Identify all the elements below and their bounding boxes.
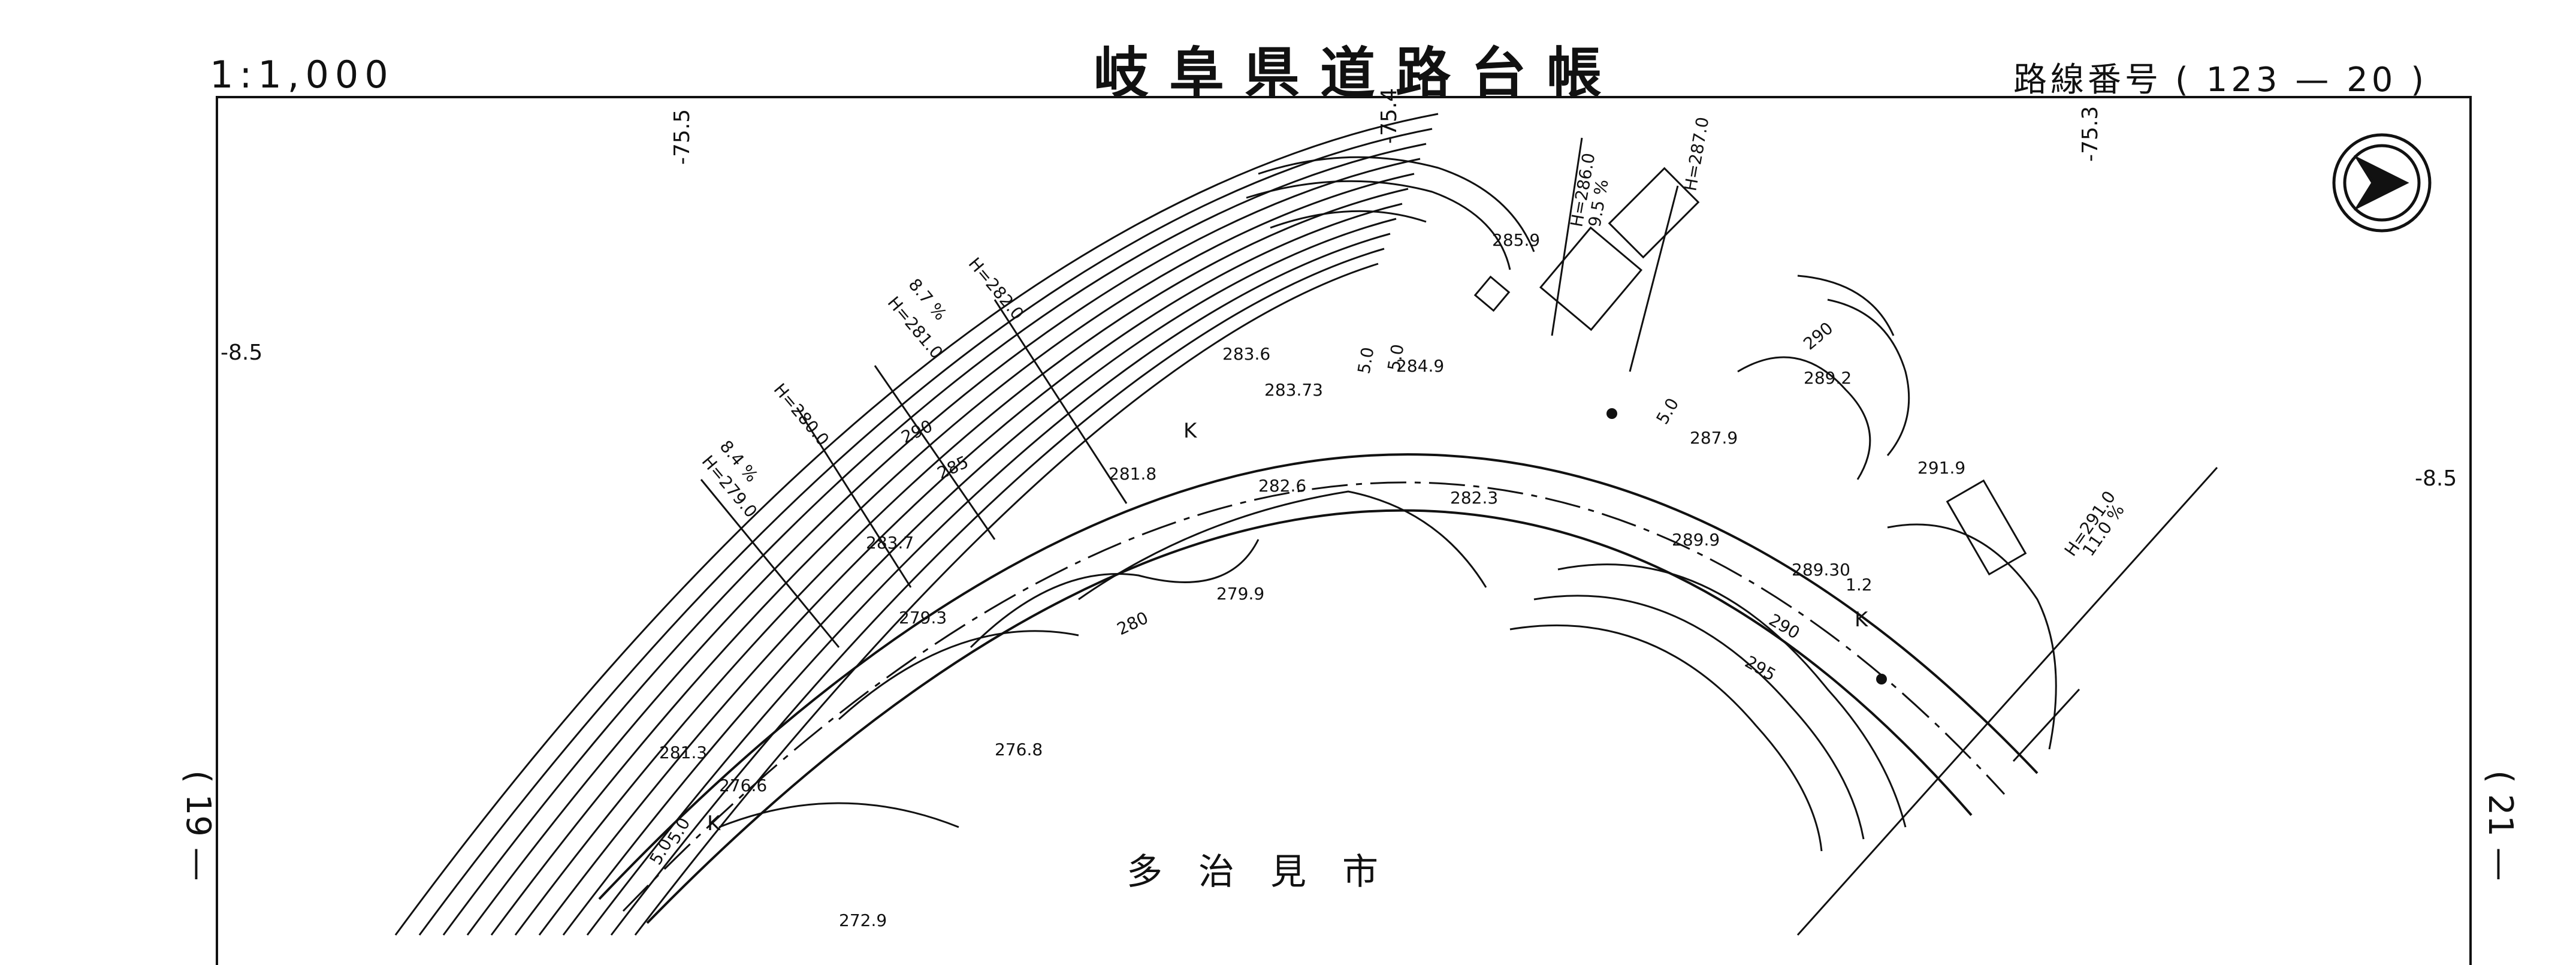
distance-label: 5.0 bbox=[1652, 394, 1683, 427]
road-mark: K bbox=[1183, 419, 1198, 443]
spot-height: 287.9 bbox=[1690, 428, 1738, 448]
city-name: 多 治 見 市 bbox=[1127, 851, 1378, 893]
spot-height: 272.9 bbox=[839, 910, 887, 930]
spot-height: 279.9 bbox=[1216, 584, 1264, 604]
contour-label: 290 bbox=[1799, 318, 1837, 354]
grid-label: -8.5 bbox=[2415, 466, 2457, 491]
spot-height: 276.8 bbox=[995, 740, 1043, 759]
spot-height: 283.7 bbox=[866, 533, 914, 553]
north-arrow-icon bbox=[2332, 133, 2432, 233]
grid-label: -8.5 bbox=[221, 340, 262, 365]
spot-height: 291.9 bbox=[1917, 458, 1965, 478]
contour-label: 290 bbox=[1766, 610, 1804, 643]
spot-height: 281.8 bbox=[1109, 464, 1156, 484]
spot-height: 281.3 bbox=[659, 743, 707, 762]
grade-label: H=287.0 bbox=[1680, 116, 1713, 193]
spot-height: 289.2 bbox=[1804, 368, 1852, 388]
route-number-label: 路線番号 ( 123 — 20 ) bbox=[2013, 53, 2427, 101]
road-map: -75.5 -75.4 -75.3 -8.5 -8.5 285.9 283.6 … bbox=[221, 88, 2457, 936]
distance-label: 5.0 bbox=[1384, 343, 1408, 373]
distance-label: 1.2 bbox=[1846, 575, 1873, 595]
spot-height: 282.6 bbox=[1258, 476, 1306, 496]
scale-label: 1:1,000 bbox=[210, 53, 394, 96]
route-number: ( 123 — 20 ) bbox=[2175, 61, 2428, 99]
spot-height: 282.3 bbox=[1450, 488, 1498, 508]
grid-label: -75.5 bbox=[670, 109, 694, 165]
contour-label: 295 bbox=[1742, 652, 1780, 684]
distance-label: 5.0 bbox=[1354, 346, 1378, 376]
spot-height: 276.6 bbox=[719, 776, 767, 795]
spot-height: 279.3 bbox=[899, 608, 947, 628]
map-frame bbox=[216, 96, 2472, 965]
spot-height: 289.30 bbox=[1792, 560, 1850, 580]
spot-height: 285.9 bbox=[1492, 230, 1540, 250]
map-title: 岐阜県道路台帳 bbox=[1094, 41, 1623, 105]
contour-label: 290 bbox=[898, 416, 935, 447]
grid-label: -75.3 bbox=[2078, 106, 2103, 162]
road-mark: K bbox=[1855, 608, 1869, 632]
adjacent-sheet-left: ( 19 — bbox=[179, 770, 218, 881]
adjacent-sheet-right: ( 21 — bbox=[2481, 770, 2520, 881]
grid-label: -75.4 bbox=[1377, 88, 1402, 144]
spot-height: 284.9 bbox=[1396, 356, 1444, 376]
road-mark: K bbox=[707, 812, 721, 836]
route-label: 路線番号 bbox=[2013, 61, 2162, 99]
grade-label: H=280.0 bbox=[770, 379, 833, 450]
contour-label: 280 bbox=[1114, 608, 1151, 639]
spot-height: 289.9 bbox=[1672, 530, 1720, 550]
spot-height: 283.6 bbox=[1222, 344, 1270, 364]
spot-height: 283.73 bbox=[1264, 380, 1323, 400]
